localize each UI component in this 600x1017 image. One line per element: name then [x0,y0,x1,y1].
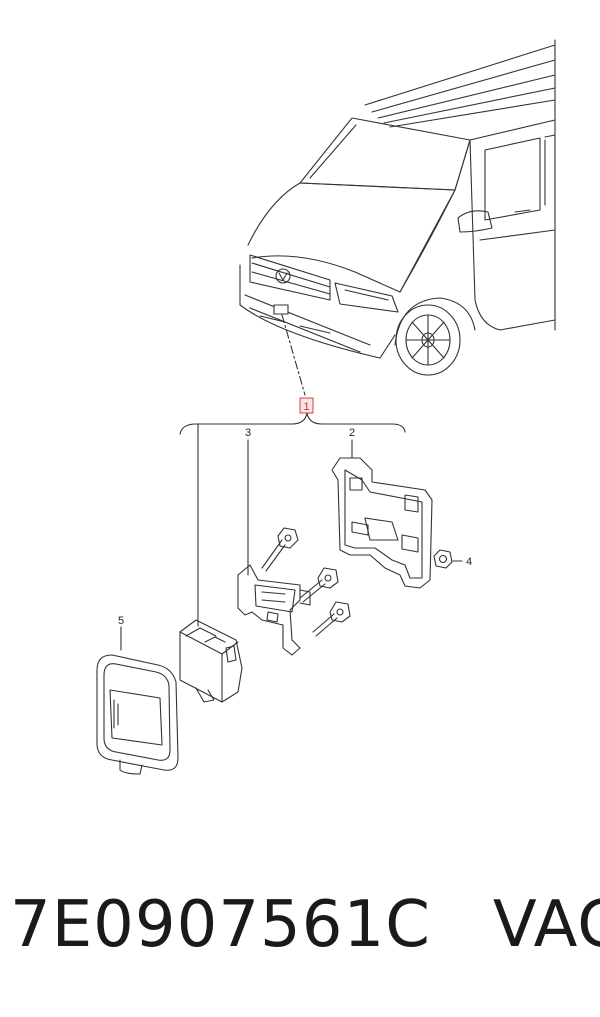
van-illustration [239,39,556,396]
adjuster-mount [237,527,351,656]
callout-5-label[interactable]: 5 [118,615,124,627]
exploded-parts-diagram: 1 2 3 4 5 [96,39,556,775]
callout-1-box [299,397,314,414]
bracket-plate [331,457,433,589]
callout-2-label[interactable]: 2 [349,427,355,439]
assembly-brace [179,412,406,627]
callout-1-label[interactable]: 1 [303,401,309,413]
radar-sensor [179,619,243,703]
nut-part [433,549,463,569]
part-number-text: 7E0907561C [10,888,431,962]
brand-text: VAG [492,888,600,962]
callout-4-label[interactable]: 4 [466,556,472,568]
part-number-caption: 7E0907561C VAG [10,888,600,962]
callout-3-label[interactable]: 3 [245,427,251,439]
cover-frame [96,654,179,775]
